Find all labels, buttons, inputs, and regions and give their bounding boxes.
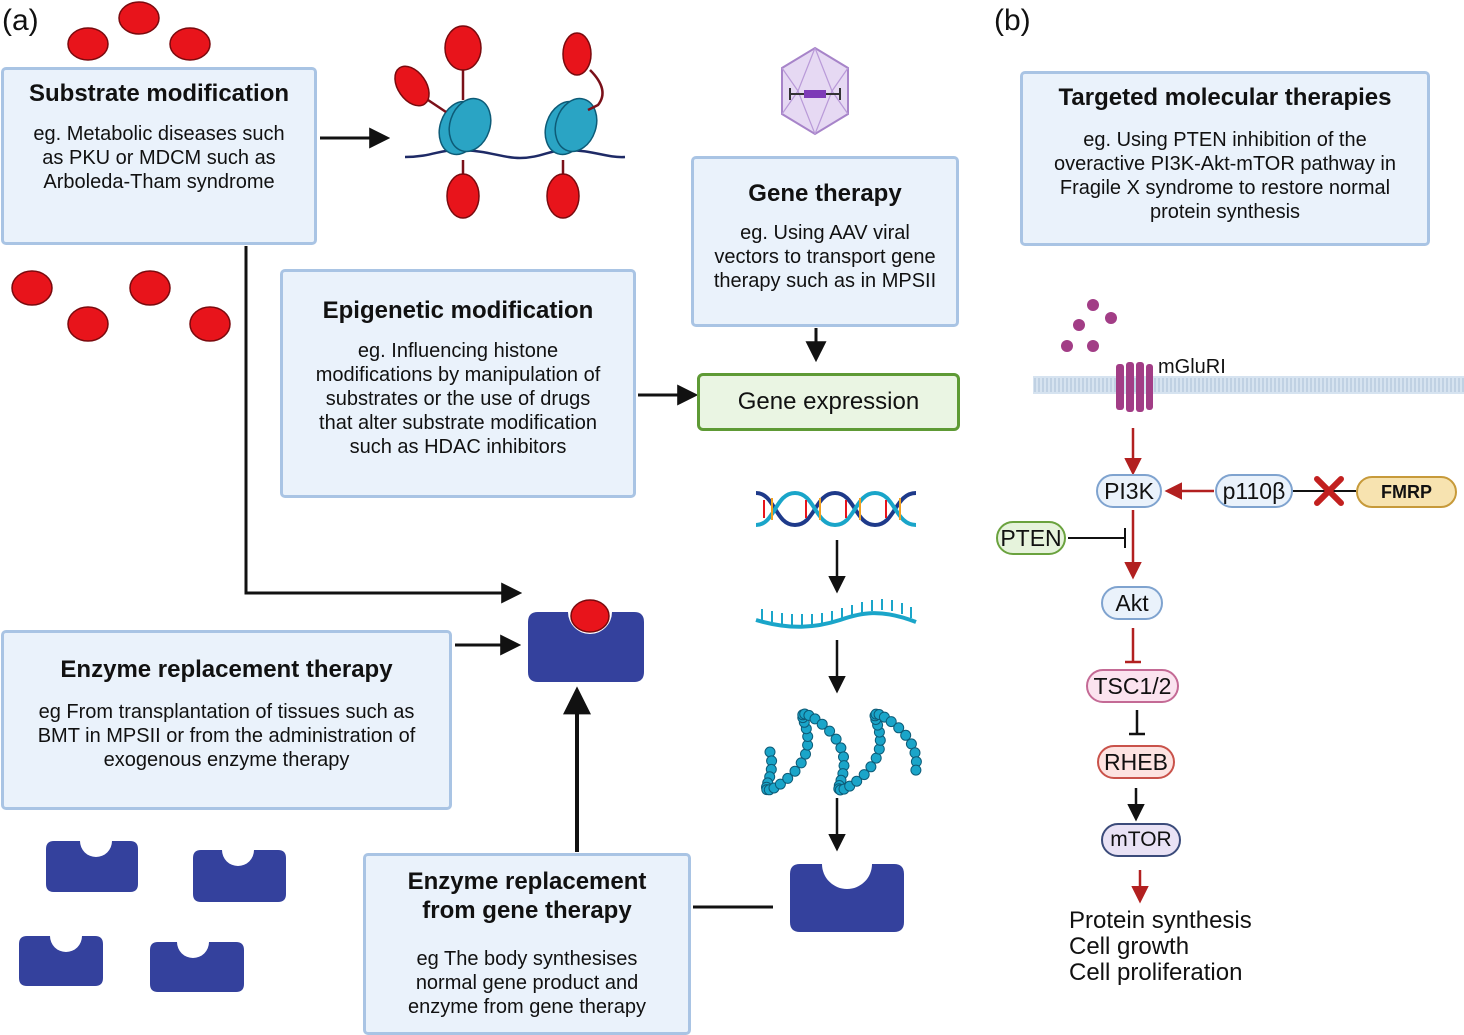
ert-gene-desc-line-3: enzyme from gene therapy	[408, 996, 646, 1018]
node-pi3k: PI3K	[1096, 474, 1162, 508]
arrow-substrate-to-enzyme	[244, 246, 523, 604]
aav-capsid-icon	[781, 46, 849, 136]
output-cell-proliferation: Cell proliferation	[1069, 959, 1243, 986]
epigenetic-modification-title: Epigenetic modification	[322, 297, 594, 324]
targeted-desc-line-4: protein synthesis	[1149, 201, 1301, 223]
gene-therapy-box: Gene therapy eg. Using AAV viral vectors…	[691, 156, 959, 327]
bound-substrate-icon	[570, 599, 610, 633]
inhibit-tsc-rheb	[1129, 710, 1145, 736]
receptor-label: mGluRI	[1158, 356, 1226, 378]
ert-desc-line-1: eg From transplantation of tissues such …	[38, 701, 415, 723]
targeted-title: Targeted molecular therapies	[1058, 84, 1392, 111]
substrate-desc-line-3: Arboleda-Tham syndrome	[43, 171, 275, 193]
targeted-molecular-therapies-box: Targeted molecular therapies eg. Using P…	[1020, 71, 1430, 246]
enzyme-product-icon	[790, 864, 904, 932]
inhibit-akt-tsc	[1125, 628, 1141, 664]
ert-gene-title-line-2: from gene therapy	[422, 897, 632, 924]
dna-helix-icon	[755, 490, 917, 528]
gene-therapy-desc-line-1: eg. Using AAV viral	[740, 222, 910, 244]
gene-therapy-desc-line-2: vectors to transport gene	[714, 246, 936, 268]
substrate-modification-box: Substrate modification eg. Metabolic dis…	[1, 67, 317, 245]
ert-gene-desc-line-2: normal gene product and	[415, 972, 639, 994]
node-akt: Akt	[1101, 586, 1163, 620]
targeted-desc-line-1: eg. Using PTEN inhibition of the	[1083, 129, 1367, 151]
mglur-receptor-icon	[1116, 362, 1153, 412]
epigenetic-modification-box: Epigenetic modification eg. Influencing …	[280, 269, 636, 498]
node-tsc: TSC1/2	[1086, 669, 1179, 703]
glutamate-ligands	[1061, 299, 1117, 352]
gene-therapy-title: Gene therapy	[748, 180, 902, 207]
targeted-desc-line-3: Fragile X syndrome to restore normal	[1059, 177, 1391, 199]
gene-therapy-desc-line-3: therapy such as in MPSII	[713, 270, 937, 292]
epigenetic-desc-line-2: modifications by manipulation of	[315, 364, 601, 386]
ert-desc-line-3: exogenous enzyme therapy	[103, 749, 350, 771]
enzyme-replacement-therapy-box: Enzyme replacement therapy eg From trans…	[1, 630, 452, 810]
node-mtor: mTOR	[1101, 823, 1181, 857]
substrate-desc-line-2: as PKU or MDCM such as	[42, 147, 276, 169]
output-protein-synthesis: Protein synthesis	[1069, 907, 1252, 934]
polypeptide-chain-icon	[761, 708, 922, 796]
node-fmrp: FMRP	[1356, 476, 1457, 508]
substrate-desc-line-1: eg. Metabolic diseases such	[33, 123, 285, 145]
blocked-x-icon	[1314, 476, 1344, 506]
mrna-strand-icon	[755, 599, 917, 629]
epigenetic-desc-line-5: such as HDAC inhibitors	[349, 436, 567, 458]
ert-gene-desc-line-1: eg The body synthesises	[416, 948, 638, 970]
histone-dna-illustration	[394, 25, 626, 219]
ert-title: Enzyme replacement therapy	[60, 656, 393, 683]
panel-label-a: (a)	[2, 4, 39, 37]
cell-membrane	[1033, 376, 1464, 394]
epigenetic-desc-line-4: that alter substrate modification	[319, 412, 597, 434]
node-rheb: RHEB	[1097, 745, 1175, 779]
ert-gene-title-line-1: Enzyme replacement	[407, 868, 647, 895]
ert-from-gene-therapy-box: Enzyme replacement from gene therapy eg …	[363, 853, 691, 1035]
enzyme-substrate-complex-icon	[528, 612, 644, 682]
gene-expression-box: Gene expression	[697, 373, 960, 431]
node-pten: PTEN	[996, 521, 1066, 555]
free-enzymes	[19, 841, 286, 992]
epigenetic-desc-line-3: substrates or the use of drugs	[325, 388, 591, 410]
targeted-desc-line-2: overactive PI3K-Akt-mTOR pathway in	[1054, 153, 1396, 175]
substrate-molecules-top	[67, 1, 211, 61]
epigenetic-desc-line-1: eg. Influencing histone	[357, 340, 559, 362]
inhibit-pten-pi3k-axis	[1068, 528, 1126, 548]
substrate-modification-title: Substrate modification	[28, 80, 290, 107]
ert-desc-line-2: BMT in MPSII or from the administration …	[37, 725, 416, 747]
panel-label-b: (b)	[994, 4, 1031, 37]
node-p110b: p110β	[1215, 474, 1293, 508]
output-cell-growth: Cell growth	[1069, 933, 1190, 960]
substrate-molecules-middle	[11, 270, 231, 342]
